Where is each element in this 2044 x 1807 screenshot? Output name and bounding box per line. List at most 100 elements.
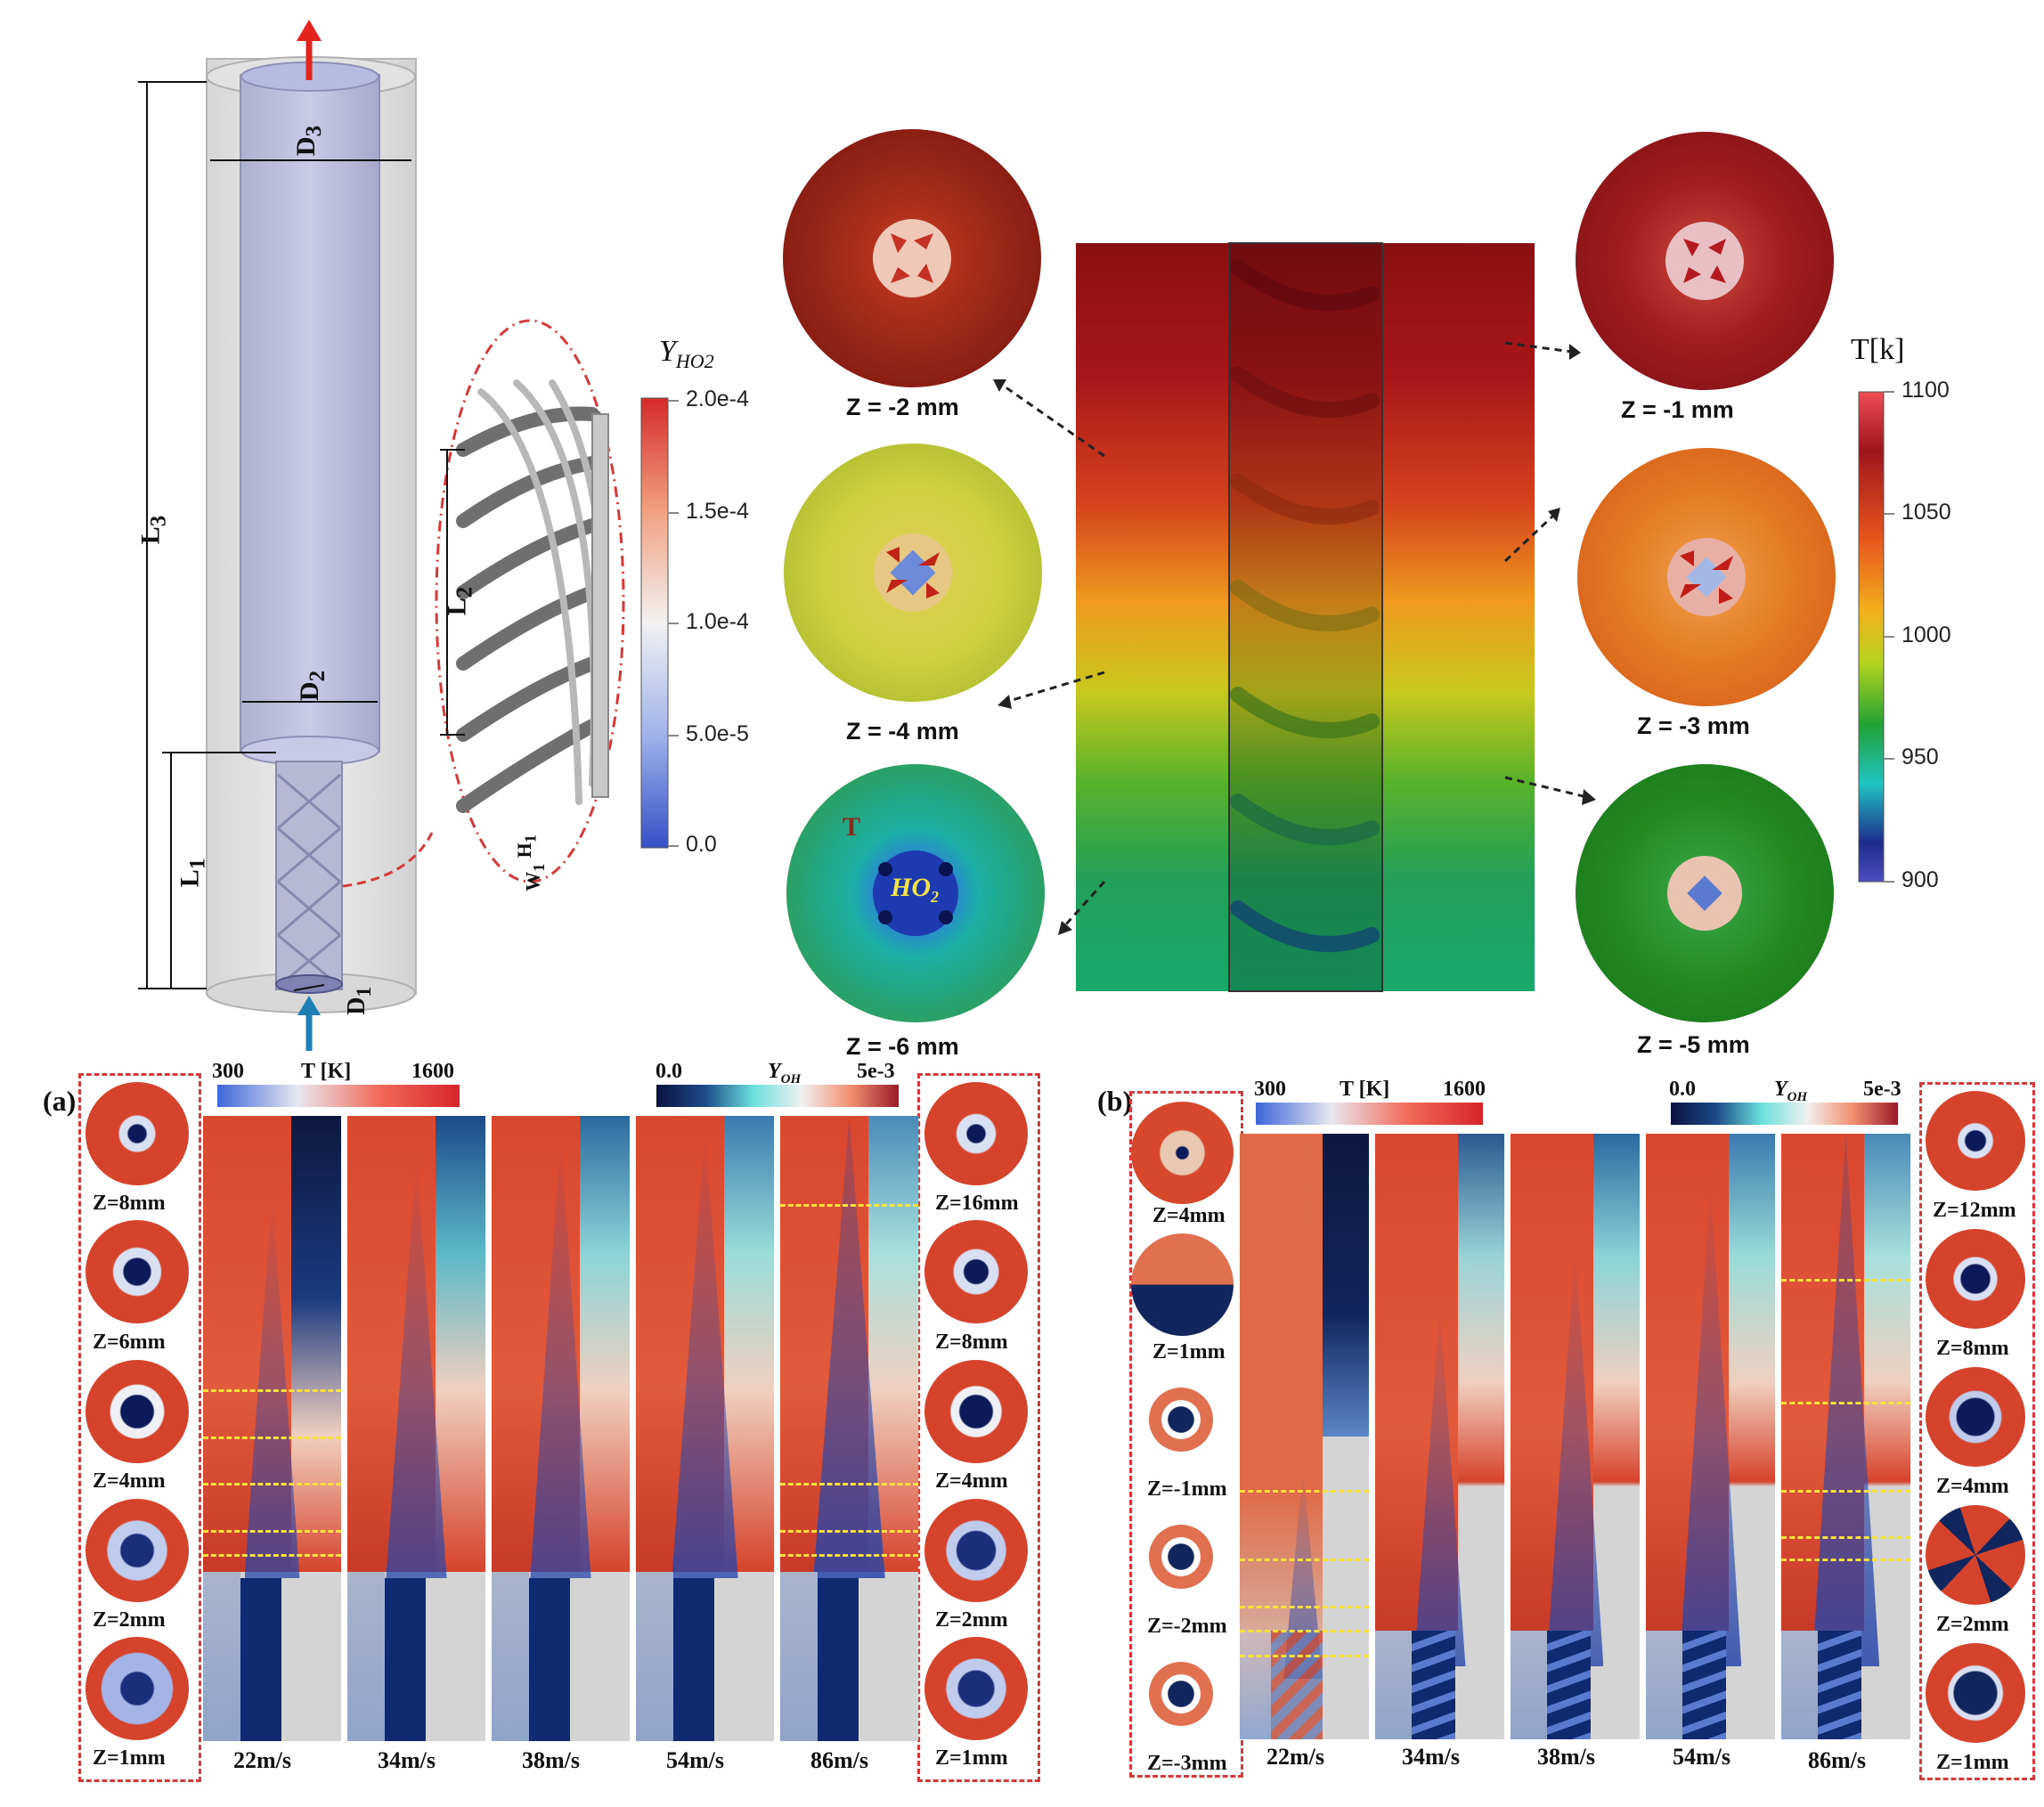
panel-a-left-z: Z=8mm [93,1192,166,1215]
label-l2: L2 [442,586,477,616]
panel-a-left-z: Z=6mm [93,1331,166,1354]
panel-a-left-z: Z=1mm [93,1746,166,1770]
temp-tick: 950 [1901,745,1939,769]
panel-a-right-disc [924,1082,1028,1185]
slice-label-right: Z = -1 mm [1621,396,1734,423]
panel-a-t-min: 300 [212,1060,244,1083]
panel-a-speed: 38m/s [522,1747,580,1773]
panel-b-left-disc [1149,1662,1213,1726]
temp-tick: 1100 [1901,378,1950,403]
panel-b-tag: (b) [1097,1085,1133,1117]
panel-a-oh-title: YOH [768,1060,802,1087]
panel-a-left-z: Z=2mm [93,1608,166,1632]
slice-label-right: Z = -5 mm [1637,1031,1750,1058]
ho2-tick: 1.5e-4 [686,499,749,524]
panel-b-right-disc [1926,1367,2025,1467]
panel-b-speed: 34m/s [1402,1744,1460,1770]
panel-b-left-z: Z=-2mm [1147,1615,1227,1638]
inset-ho2-label: HO2 [891,873,939,906]
slice-disc-z-1 [1576,132,1834,390]
panel-a-speed: 34m/s [378,1747,436,1773]
ho2-tick: 5.0e-5 [686,721,749,746]
panel-a-flame-22 [203,1116,341,1741]
slice-label-left: Z = -6 mm [846,1033,959,1060]
temperature-colorbar [1858,391,1885,883]
ho2-tick: 1.0e-4 [686,609,749,634]
panel-a-right-z: Z=2mm [935,1608,1008,1632]
panel-a-speed: 22m/s [233,1747,291,1773]
panel-b-left-disc [1131,1233,1234,1336]
panel-b-flame-86 [1781,1134,1910,1739]
top-figure-artwork [138,20,1894,1051]
helical-vanes [456,406,599,813]
panel-a-right-disc-box [917,1073,1040,1782]
panel-b-right-z: Z=12mm [1933,1199,2016,1222]
panel-a-left-disc-box [78,1073,201,1782]
panel-b-flame-34 [1375,1134,1504,1739]
label-h1: H1 [512,834,540,859]
panel-b-t-max: 1600 [1443,1078,1486,1101]
label-d3: D3 [291,125,327,157]
panel-a-right-disc [924,1360,1028,1463]
panel-a-left-disc [86,1360,189,1463]
panel-b-right-z: Z=2mm [1936,1613,2009,1636]
panel-b-t-min: 300 [1254,1078,1286,1101]
slice-disc-z-3 [1577,448,1836,706]
slice-disc-z-6 [786,764,1045,1022]
panel-a-speed: 54m/s [666,1747,724,1773]
panel-b-right-z: Z=1mm [1936,1751,2009,1774]
panel-a-right-z: Z=4mm [935,1469,1008,1493]
panel-a-left-disc [86,1499,189,1602]
temp-tick: 900 [1901,867,1939,892]
panel-a-oh-colorbar [656,1085,899,1107]
panel-a-left-z: Z=4mm [93,1469,166,1493]
panel-b-left-z: Z=-1mm [1147,1477,1227,1501]
label-l3: L3 [135,515,171,545]
panel-b-left-z: Z=4mm [1152,1204,1226,1227]
inner-tube [240,74,380,753]
panel-b-speed: 22m/s [1266,1744,1324,1770]
panel-b-right-disc [1926,1643,2025,1743]
ho2-colorbar-title: YHO2 [659,335,714,372]
panel-b-left-z: Z=-3mm [1147,1752,1227,1775]
temp-tick: 1000 [1901,623,1951,647]
panel-a-flame-54 [636,1116,774,1741]
panel-b-flame-38 [1511,1134,1640,1739]
panel-a-flame-86 [780,1116,918,1741]
panel-a-right-z: Z=1mm [935,1746,1008,1770]
panel-a-oh-max: 5e-3 [857,1060,895,1083]
label-l1: L1 [175,858,210,888]
inset-t-label: T [843,812,861,842]
panel-a-t-colorbar [217,1085,460,1107]
swirler-zoom-outline [435,319,625,883]
ho2-colorbar [640,397,669,849]
panel-b-t-title: T [K] [1340,1078,1390,1101]
panel-a-speed: 86m/s [810,1747,868,1773]
temp-tick: 1050 [1901,500,1951,525]
label-w1: W1 [521,863,548,891]
panel-b-left-disc [1149,1388,1213,1452]
panel-a-right-disc [924,1220,1028,1323]
panel-a-t-title: T [K] [301,1060,352,1083]
panel-a-flame-38 [492,1116,630,1741]
slice-label-left: Z = -4 mm [846,718,959,745]
panel-a-left-disc [86,1637,189,1740]
panel-b-left-disc [1149,1525,1213,1589]
label-d1: D1 [343,986,376,1015]
panel-a-right-z: Z=8mm [935,1331,1008,1354]
panel-a-tag: (a) [43,1085,77,1117]
panel-a-oh-min: 0.0 [656,1060,682,1083]
panel-a-t-max: 1600 [411,1060,454,1083]
panel-b-left-disc [1131,1102,1234,1204]
ho2-tick: 2.0e-4 [686,387,749,411]
panel-b-flame-54 [1646,1134,1775,1739]
panel-b-right-disc [1926,1505,2025,1605]
panel-b-speed: 86m/s [1808,1747,1866,1773]
slice-disc-z-4 [784,444,1042,702]
panel-b-oh-title: YOH [1774,1078,1808,1104]
panel-a-left-disc [86,1082,189,1185]
panel-b-speed: 54m/s [1673,1744,1730,1770]
panel-b-right-z: Z=4mm [1936,1475,2009,1498]
panel-b-oh-colorbar [1671,1103,1898,1125]
panel-b-oh-min: 0.0 [1669,1078,1696,1101]
